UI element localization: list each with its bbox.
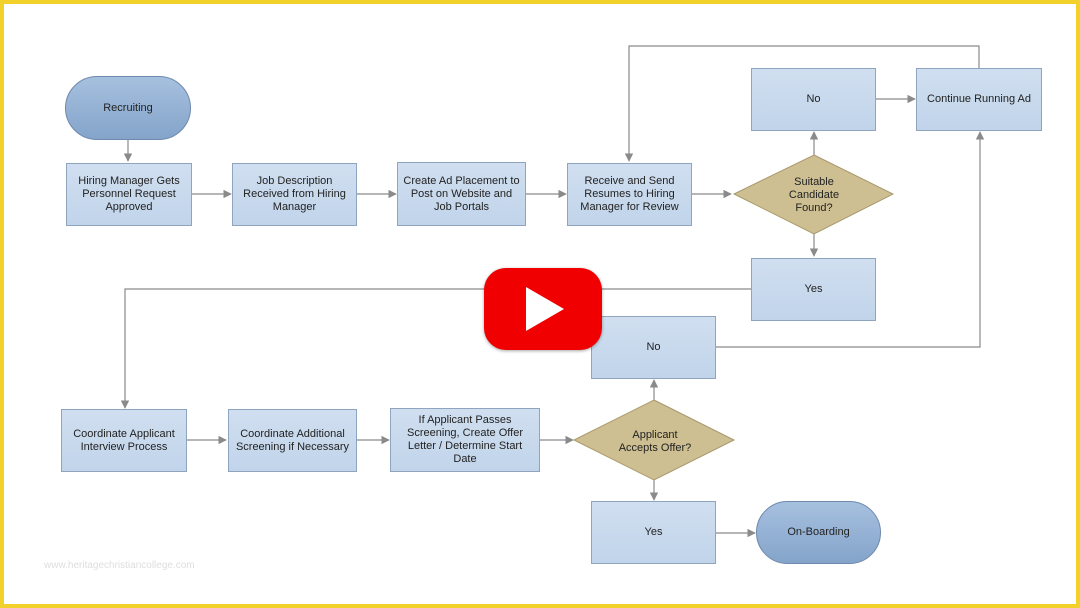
process-receive-send: Receive and Send Resumes to Hiring Manag… bbox=[567, 163, 692, 226]
process-coordinate-interview: Coordinate Applicant Interview Process bbox=[61, 409, 187, 472]
flowchart-connectors bbox=[120, 45, 985, 538]
decision-diamond-suitable bbox=[732, 154, 895, 235]
process-continue-running-ad: Continue Running Ad bbox=[916, 68, 1042, 131]
terminal-recruiting: Recruiting bbox=[65, 76, 191, 140]
connector-no-to-continue-ad bbox=[716, 131, 985, 348]
watermark-text: www.heritagechristiancollege.com bbox=[44, 560, 195, 571]
play-button[interactable] bbox=[484, 268, 602, 350]
process-offer-letter: If Applicant Passes Screening, Create Of… bbox=[390, 408, 540, 472]
terminal-on-boarding: On-Boarding bbox=[756, 501, 881, 564]
decision-label-suitable: Suitable Candidate Found? bbox=[788, 175, 840, 214]
process-yes-bottom: Yes bbox=[591, 501, 716, 564]
process-no-mid: No bbox=[591, 316, 716, 379]
process-coordinate-screening: Coordinate Additional Screening if Neces… bbox=[228, 409, 357, 472]
process-yes-top: Yes bbox=[751, 258, 876, 321]
decision-label-accepts: Applicant Accepts Offer? bbox=[618, 429, 692, 454]
process-create-ad: Create Ad Placement to Post on Website a… bbox=[397, 162, 526, 226]
process-no-top: No bbox=[751, 68, 876, 131]
play-icon bbox=[526, 287, 564, 331]
process-job-description: Job Description Received from Hiring Man… bbox=[232, 163, 357, 226]
decision-diamond-accepts bbox=[572, 399, 736, 481]
connector-continue-loop-to-receive bbox=[624, 45, 980, 162]
process-hiring-manager: Hiring Manager Gets Personnel Request Ap… bbox=[66, 163, 192, 226]
